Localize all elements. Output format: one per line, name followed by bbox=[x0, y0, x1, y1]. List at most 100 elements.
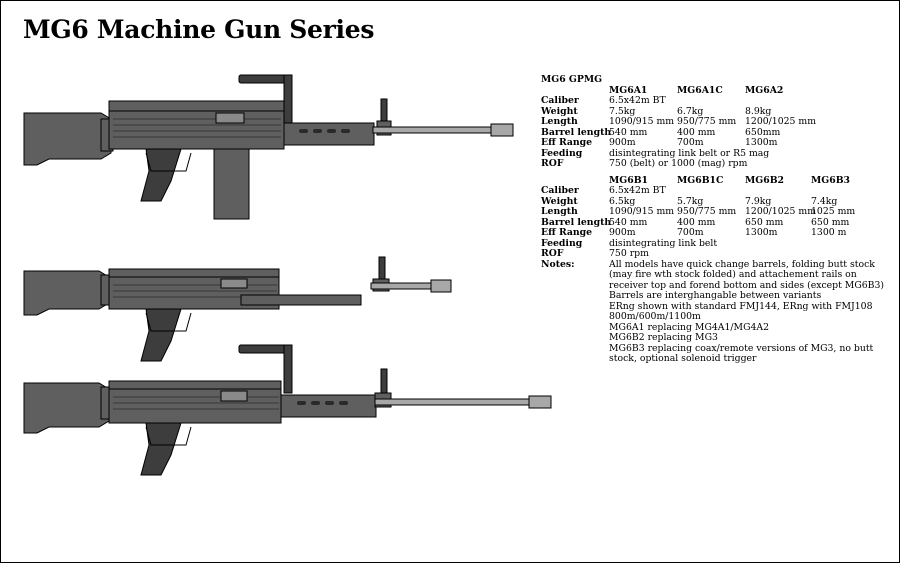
spec-label: Eff Range bbox=[541, 137, 593, 148]
spec-row: Eff Range 900m 700m 1300m bbox=[541, 137, 893, 149]
muzzle-brake bbox=[430, 279, 452, 293]
spec-row: Length 1090/915 mm 950/775 mm 1200/1025 … bbox=[541, 116, 893, 128]
spec-row: Eff Range 900m 700m 1300m 1300 m bbox=[541, 227, 893, 239]
handguard bbox=[283, 122, 375, 146]
carry-handle-post bbox=[283, 344, 293, 394]
handguard bbox=[280, 394, 377, 418]
spec-value: 1090/915 mm bbox=[609, 116, 675, 127]
spec-value: 7.9kg bbox=[745, 195, 772, 207]
spec-label: Feeding bbox=[541, 147, 583, 159]
spec-value: 1090/915 mm bbox=[609, 206, 675, 217]
spec-value: disintegrating link belt or R5 mag bbox=[609, 147, 770, 159]
barrel bbox=[374, 398, 546, 406]
carry-handle bbox=[238, 344, 292, 354]
spec-value: disintegrating link belt bbox=[609, 237, 718, 249]
muzzle-brake bbox=[490, 123, 514, 137]
spec-row: Length 1090/915 mm 950/775 mm 1200/1025 … bbox=[541, 206, 893, 218]
spec-label: ROF bbox=[541, 248, 564, 259]
butt-stock bbox=[23, 112, 112, 166]
gpmg-model-header: MG6A1 MG6A1C MG6A2 bbox=[541, 84, 893, 97]
note-line: MG6B2 replacing MG3 bbox=[609, 332, 718, 343]
spec-value: 6.5x42m BT bbox=[609, 95, 666, 106]
note-line: Barrels are interghangable between varia… bbox=[609, 290, 822, 301]
spec-row: ROF 750 (belt) or 1000 (mag) rpm bbox=[541, 158, 893, 170]
spec-row: Weight 7.5kg 6.7kg 8.9kg bbox=[541, 105, 893, 118]
model-name: MG6A1 bbox=[609, 84, 648, 96]
spec-row: Caliber 6.5x42m BT bbox=[541, 185, 893, 197]
butt-stock bbox=[23, 270, 110, 316]
spec-value: 700m bbox=[677, 227, 704, 238]
spec-label: Eff Range bbox=[541, 227, 593, 238]
spec-value: 1300 m bbox=[811, 227, 847, 238]
pistol-grip bbox=[140, 308, 182, 362]
spec-value: 1025 mm bbox=[811, 206, 856, 217]
magazine bbox=[213, 148, 250, 220]
carry-handle bbox=[238, 74, 292, 84]
model-name: MG6A2 bbox=[745, 84, 784, 96]
spec-label: ROF bbox=[541, 158, 564, 169]
model-name: MG6B2 bbox=[745, 174, 785, 186]
spec-value: 6.5kg bbox=[609, 195, 636, 207]
receiver bbox=[108, 388, 282, 424]
spec-value: 750 rpm bbox=[609, 248, 649, 259]
note-line: MG6B3 replacing coax/remote versions of … bbox=[609, 342, 874, 364]
muzzle-brake bbox=[528, 395, 552, 409]
spec-label: Barrel length bbox=[541, 216, 612, 228]
spec-label: Weight bbox=[541, 105, 578, 117]
spec-value: 950/775 mm bbox=[677, 206, 737, 217]
spec-label: Length bbox=[541, 206, 578, 217]
spec-row: Weight 6.5kg 5.7kg 7.9kg 7.4kg bbox=[541, 195, 893, 208]
spec-value: 950/775 mm bbox=[677, 116, 737, 127]
gpmg-heading-row: MG6 GPMG bbox=[541, 74, 893, 86]
spec-row: Feeding disintegrating link belt bbox=[541, 237, 893, 250]
spec-value: 8.9kg bbox=[745, 105, 772, 117]
spec-label: Weight bbox=[541, 195, 578, 207]
spec-value: 650mm bbox=[745, 126, 781, 138]
spec-row: Barrel length 540 mm 400 mm 650mm bbox=[541, 126, 893, 139]
spec-value: 400 mm bbox=[677, 126, 716, 138]
b-series-model-header: MG6B1 MG6B1C MG6B2 MG6B3 bbox=[541, 174, 893, 187]
gun-illustration-gpmg bbox=[23, 74, 514, 220]
spec-label: Caliber bbox=[541, 95, 579, 106]
spec-value: 7.4kg bbox=[811, 195, 838, 207]
spec-value: 700m bbox=[677, 137, 704, 148]
note-line: MG6A1 replacing MG4A1/MG4A2 bbox=[609, 321, 770, 333]
gun-illustration-short bbox=[23, 256, 452, 362]
model-name: MG6B1C bbox=[677, 174, 724, 186]
spec-value: 650 mm bbox=[745, 216, 784, 228]
notes-section: Notes: All models have quick change barr… bbox=[541, 258, 893, 365]
spec-value: 5.7kg bbox=[677, 195, 704, 207]
spec-value: 750 (belt) or 1000 (mag) rpm bbox=[609, 158, 748, 169]
spec-row: Caliber 6.5x42m BT bbox=[541, 95, 893, 107]
spec-value: 540 mm bbox=[609, 126, 648, 138]
spec-value: 1300m bbox=[745, 137, 778, 148]
pistol-grip bbox=[140, 148, 182, 202]
spec-row: Barrel length 540 mm 400 mm 650 mm 650 m… bbox=[541, 216, 893, 229]
spec-value: 900m bbox=[609, 137, 636, 148]
receiver bbox=[108, 110, 285, 150]
model-name: MG6B1 bbox=[609, 174, 649, 186]
note-line: All models have quick change barrels, fo… bbox=[609, 258, 885, 291]
spec-row: Feeding disintegrating link belt or R5 m… bbox=[541, 147, 893, 160]
carry-handle-post bbox=[283, 74, 293, 128]
handguard-rail bbox=[240, 294, 362, 306]
spec-label: Caliber bbox=[541, 185, 579, 196]
page-title: MG6 Machine Gun Series bbox=[23, 15, 375, 44]
trigger-guard bbox=[145, 152, 192, 172]
spec-value: 400 mm bbox=[677, 216, 716, 228]
gpmg-heading: MG6 GPMG bbox=[541, 74, 603, 85]
notes-label: Notes: bbox=[541, 258, 575, 270]
spec-value: 1200/1025 mm bbox=[745, 206, 817, 217]
butt-stock bbox=[23, 382, 110, 434]
spec-value: 7.5kg bbox=[609, 105, 636, 117]
spec-label: Length bbox=[541, 116, 578, 127]
model-name: MG6B3 bbox=[811, 174, 851, 186]
spec-value: 900m bbox=[609, 227, 636, 238]
model-name: MG6A1C bbox=[677, 84, 723, 96]
spec-value: 1300m bbox=[745, 227, 778, 238]
spec-row: ROF 750 rpm bbox=[541, 248, 893, 260]
spec-label: Feeding bbox=[541, 237, 583, 249]
spec-sheet: MG6 GPMG MG6A1 MG6A1C MG6A2 Caliber 6.5x… bbox=[541, 74, 893, 365]
pistol-grip bbox=[140, 422, 182, 476]
